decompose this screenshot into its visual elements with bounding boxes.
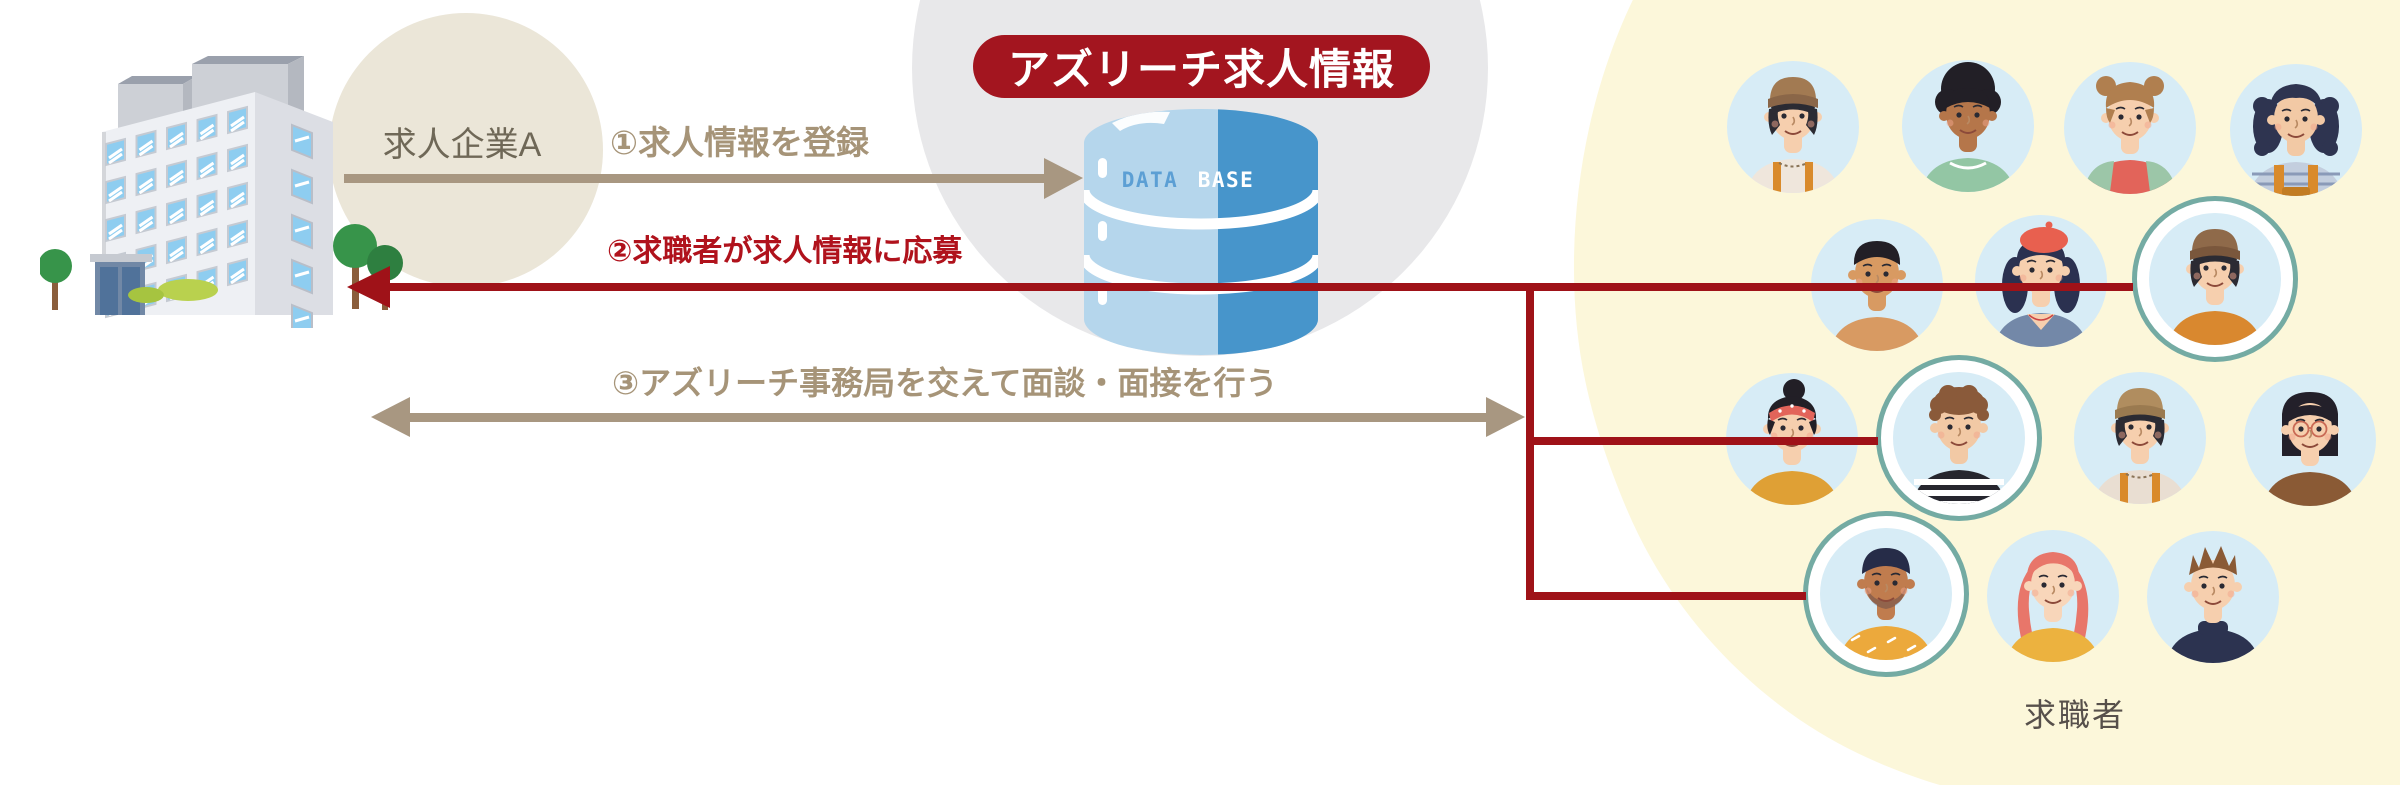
arrow-step2-line: [388, 283, 2133, 291]
office-building-illustration: [40, 56, 403, 328]
arrow-step3-head-left: [371, 397, 410, 437]
avatar-woman-curly-overalls: [2226, 60, 2366, 200]
arrow-step2-branch-row3: [1530, 437, 1878, 445]
avatar-woman-pink-hair: [1983, 526, 2123, 666]
arrow-step1-head: [1044, 158, 1083, 199]
service-badge: アズリーチ求人情報: [973, 35, 1430, 98]
step1-label: ①求人情報を登録: [610, 124, 869, 161]
arrow-step2-branch-row4: [1530, 592, 1806, 600]
avatar-man-curly-striped-highlighted: [1876, 355, 2042, 521]
avatar-woman-red-beret: [1971, 211, 2111, 351]
company-label: 求人企業A: [382, 126, 542, 164]
step3-label: ③アズリーチ事務局を交えて面談・面接を行う: [612, 365, 1278, 401]
service-badge-label: アズリーチ求人情報: [1007, 46, 1395, 93]
avatar-woman-bob-glasses: [2240, 370, 2380, 510]
avatar-woman-hair-buns: [2060, 58, 2200, 198]
database-data-label: DATA: [1122, 168, 1179, 192]
step2-label: ②求職者が求人情報に応募: [607, 235, 963, 268]
arrow-step2-head: [347, 266, 390, 308]
database-cylinder-shaded-side: [1218, 109, 1318, 355]
avatar-man-beanie: [1723, 57, 1863, 197]
arrow-step1-line: [344, 174, 1045, 183]
avatar-man-beard-yellow-highlighted: [1803, 511, 1969, 677]
database-base-label: BASE: [1198, 168, 1255, 192]
job-seekers-label: 求職者: [2023, 697, 2126, 733]
company-bg-circle: [329, 13, 603, 287]
avatar-man-tan-beanie: [2070, 368, 2210, 508]
database-icon: DATA BASE: [1084, 109, 1318, 355]
arrow-step3-head-right: [1486, 397, 1525, 437]
avatar-man-beanie-orange-highlighted: [2132, 196, 2298, 362]
avatar-man-afro: [1898, 56, 2038, 196]
avatar-man-spiky-turtleneck: [2143, 527, 2283, 667]
arrow-step3-line: [406, 413, 1488, 422]
